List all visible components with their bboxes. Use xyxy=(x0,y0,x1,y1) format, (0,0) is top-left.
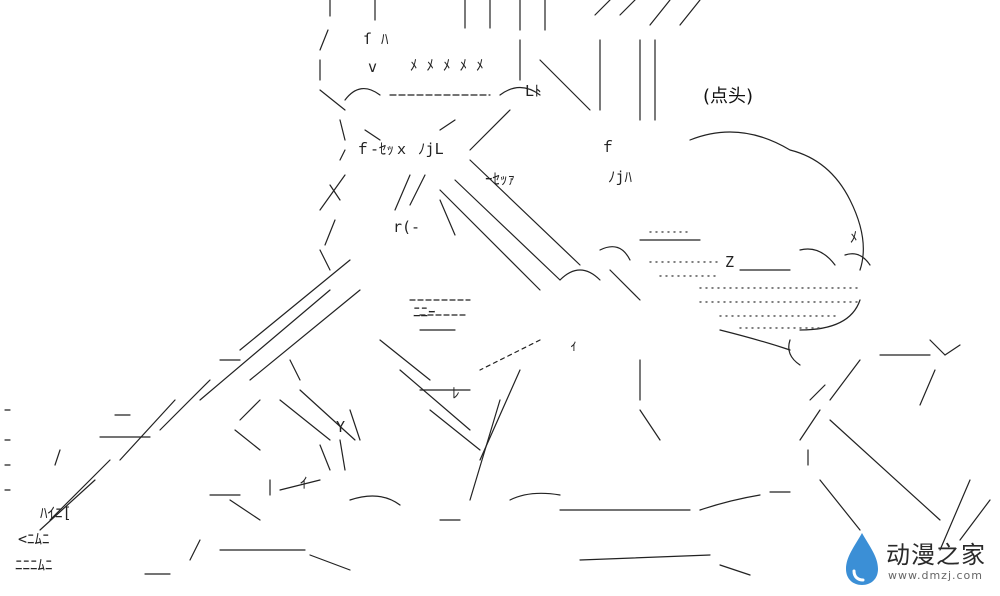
art-fragment: Y xyxy=(336,418,346,436)
art-fragment: ﾒ xyxy=(850,228,858,246)
watermark-brand: 动漫之家 xyxy=(886,541,986,569)
art-fragment: ﾒ ﾒ ﾒ ﾒ ﾒ xyxy=(410,56,484,74)
art-fragment: Z xyxy=(725,253,735,271)
art-fragment: ﾆﾆﾆﾑﾆ xyxy=(15,556,53,574)
art-fragment: ｆ‐ｾｯｘ ﾉjL xyxy=(355,140,444,158)
art-fragment: <ﾆﾑﾆ xyxy=(18,530,50,548)
water-drop-icon xyxy=(846,533,878,585)
art-fragment: v xyxy=(368,58,378,76)
art-fragment: ﾊｲﾆ[ xyxy=(40,504,72,522)
art-fragment: ｆ xyxy=(600,138,616,156)
art-fragment: ﾆﾆｰ xyxy=(413,303,436,321)
art-fragment: Lﾄ xyxy=(525,82,542,100)
art-fragment: ｲ xyxy=(300,474,308,492)
watermark-url: www.dmzj.com xyxy=(888,569,983,582)
art-fragment: ｰｾｯｧ xyxy=(485,170,516,188)
art-fragment: ｨ xyxy=(570,336,578,354)
art-fragment: ﾉjﾊ xyxy=(608,168,633,186)
art-fragment: ﾚ xyxy=(452,384,460,402)
art-fragment: r(‐ xyxy=(393,218,421,236)
dmzj-watermark: 动漫之家 www.dmzj.com xyxy=(838,527,998,591)
art-fragment: ſ ﾊ xyxy=(363,30,389,48)
nod-annotation: (点头) xyxy=(703,86,754,107)
